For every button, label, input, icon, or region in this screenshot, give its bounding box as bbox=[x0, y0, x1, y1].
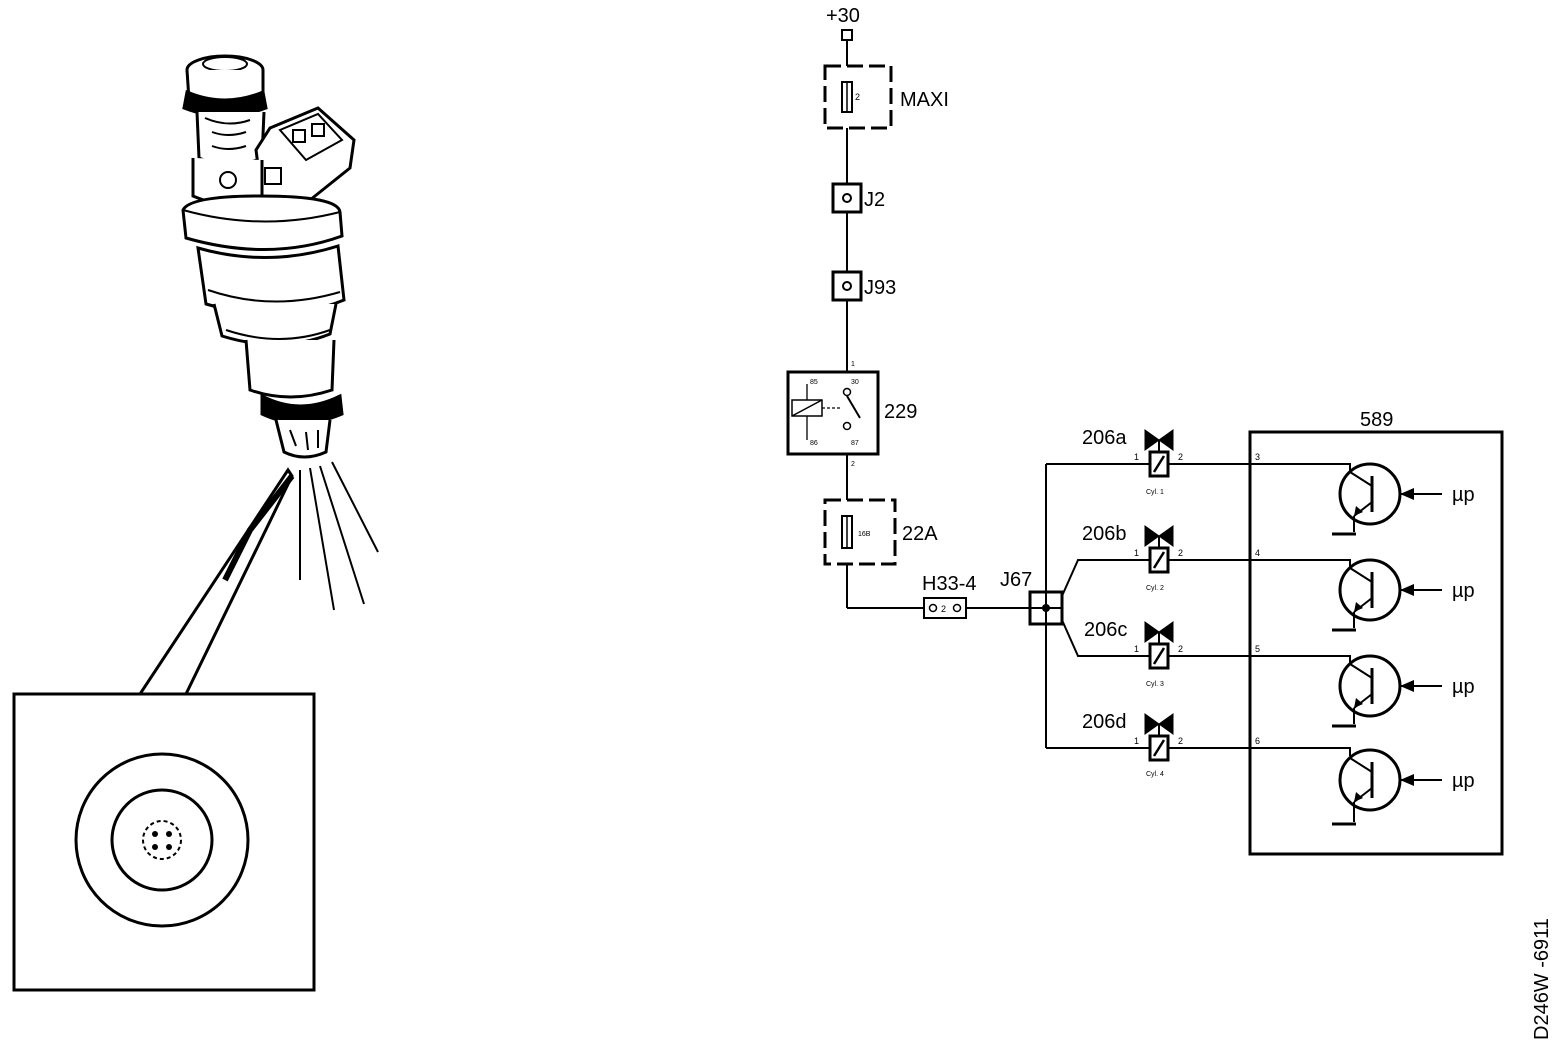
injector-206a-cyl: Cyl. 1 bbox=[1146, 489, 1164, 496]
relay-pin-bottom: 2 bbox=[851, 461, 855, 468]
ecu-pin-6: 6 bbox=[1255, 736, 1260, 746]
relay-term-85: 85 bbox=[810, 379, 818, 386]
injector-206c-label: 206c bbox=[1084, 619, 1127, 641]
ecu-pin-3: 3 bbox=[1255, 452, 1260, 462]
fuse-22a-label: 22A bbox=[902, 523, 938, 545]
injector-206c: 1 2 Cyl. 3 bbox=[1134, 621, 1183, 688]
injector-206a-pin2: 2 bbox=[1178, 452, 1183, 462]
wires bbox=[846, 40, 1351, 756]
fuel-spray-lines bbox=[263, 461, 379, 611]
fuse-maxi: 2 bbox=[823, 64, 893, 130]
driver-transistor-3 bbox=[1332, 654, 1442, 728]
driver-transistor-2 bbox=[1332, 558, 1442, 632]
injector-206d-label: 206d bbox=[1082, 711, 1127, 733]
relay-term-87: 87 bbox=[851, 440, 859, 447]
relay-pin-top: 1 bbox=[851, 361, 855, 368]
injector-206d-pin2: 2 bbox=[1178, 736, 1183, 746]
ecu-589 bbox=[1248, 430, 1504, 856]
fuse-22a-number: 16B bbox=[858, 531, 871, 538]
relay-term-86: 86 bbox=[810, 440, 818, 447]
driver-label-2: µp bbox=[1452, 580, 1475, 602]
injector-206c-cyl: Cyl. 3 bbox=[1146, 681, 1164, 688]
fuse-maxi-label: MAXI bbox=[900, 89, 949, 111]
relay-label: 229 bbox=[884, 401, 917, 423]
injector-206c-pin1: 1 bbox=[1134, 644, 1139, 654]
injector-206a: 1 2 Cyl. 1 bbox=[1134, 429, 1183, 496]
connector-h33-4: 2 bbox=[923, 597, 967, 619]
supply-terminal bbox=[841, 29, 853, 41]
ecu-pin-4: 4 bbox=[1255, 548, 1260, 558]
relay-229: 1 2 30 87 85 86 bbox=[786, 361, 880, 468]
injector-206d-pin1: 1 bbox=[1134, 736, 1139, 746]
ecu-pin-5: 5 bbox=[1255, 644, 1260, 654]
relay-term-30: 30 bbox=[851, 379, 859, 386]
junction-j2-label: J2 bbox=[864, 189, 885, 211]
injector-206b-pin1: 1 bbox=[1134, 548, 1139, 558]
driver-label-4: µp bbox=[1452, 770, 1475, 792]
injector-206a-label: 206a bbox=[1082, 427, 1127, 449]
driver-transistor-1 bbox=[1332, 462, 1442, 536]
injector-illustration bbox=[181, 54, 356, 459]
supply-label: +30 bbox=[826, 5, 860, 27]
injector-206b-pin2: 2 bbox=[1178, 548, 1183, 558]
driver-label-3: µp bbox=[1452, 676, 1475, 698]
injector-206b-label: 206b bbox=[1082, 523, 1127, 545]
junction-j67-label: J67 bbox=[1000, 569, 1032, 591]
figure-code: D246W -6911 bbox=[1531, 918, 1553, 1040]
injector-206c-pin2: 2 bbox=[1178, 644, 1183, 654]
driver-label-1: µp bbox=[1452, 484, 1475, 506]
driver-transistor-4 bbox=[1332, 748, 1442, 826]
junction-j93 bbox=[831, 270, 863, 302]
magnifier-callout bbox=[12, 467, 316, 992]
fuse-22a: 16B bbox=[823, 498, 897, 566]
injector-206d-cyl: Cyl. 4 bbox=[1146, 771, 1164, 778]
junction-j2 bbox=[831, 182, 863, 214]
ecu-label: 589 bbox=[1360, 409, 1393, 431]
fuse-maxi-number: 2 bbox=[855, 92, 860, 102]
junction-j93-label: J93 bbox=[864, 277, 896, 299]
injector-206b: 1 2 Cyl. 2 bbox=[1134, 525, 1183, 592]
connector-h33-pin: 2 bbox=[941, 604, 946, 614]
injector-206d: 1 2 Cyl. 4 bbox=[1134, 713, 1183, 778]
injector-206b-cyl: Cyl. 2 bbox=[1146, 585, 1164, 592]
connector-h33-label: H33-4 bbox=[922, 573, 976, 595]
injector-206a-pin1: 1 bbox=[1134, 452, 1139, 462]
junction-j67 bbox=[1028, 590, 1064, 626]
